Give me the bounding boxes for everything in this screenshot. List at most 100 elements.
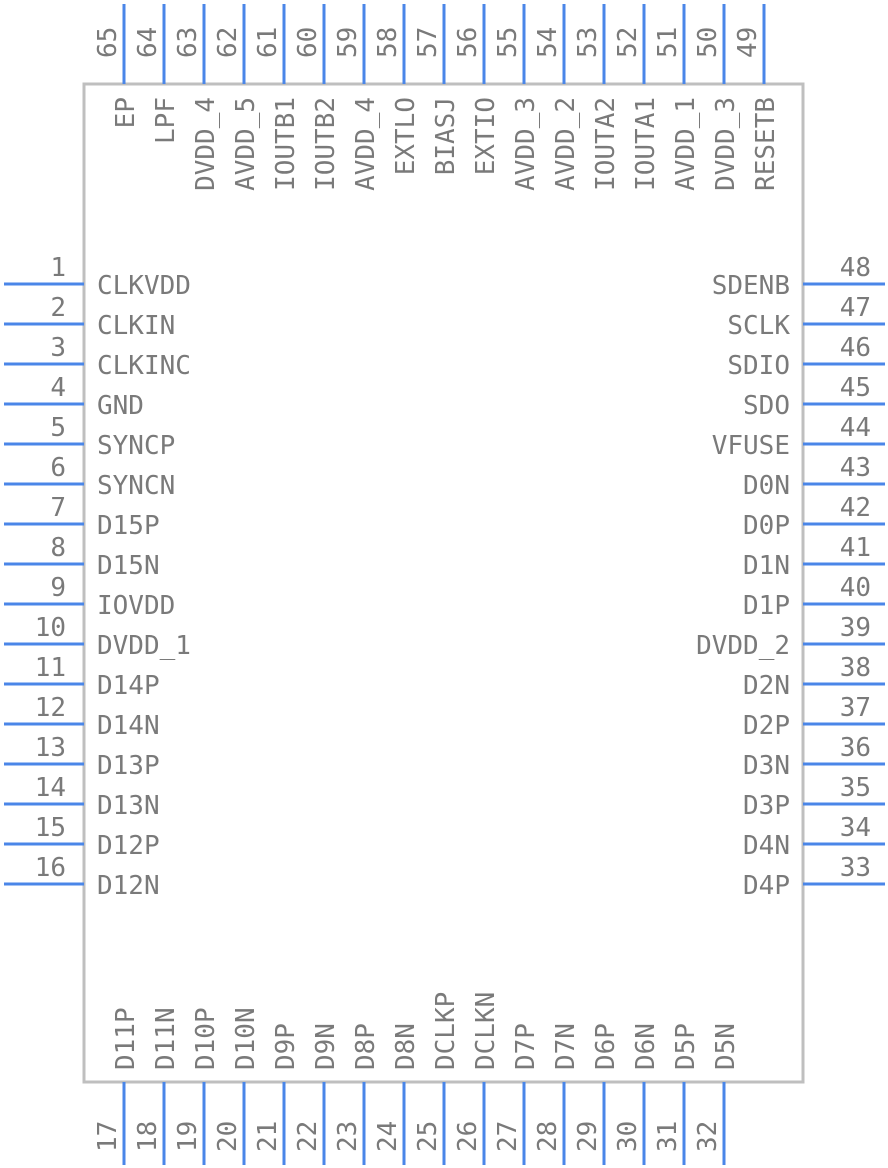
pin-number-17: 17 xyxy=(93,1121,123,1152)
pin-label-18: D11N xyxy=(151,1007,181,1070)
pin-number-20: 20 xyxy=(213,1121,243,1152)
pin-number-4: 4 xyxy=(50,373,66,403)
pin-number-22: 22 xyxy=(293,1121,323,1152)
pin-number-44: 44 xyxy=(840,413,871,443)
pin-number-19: 19 xyxy=(173,1121,203,1152)
pin-number-50: 50 xyxy=(693,27,723,58)
pin-number-62: 62 xyxy=(213,27,243,58)
pin-label-44: VFUSE xyxy=(712,431,790,461)
pin-number-30: 30 xyxy=(613,1121,643,1152)
pin-label-20: D10N xyxy=(231,1007,261,1070)
pin-number-21: 21 xyxy=(253,1121,283,1152)
pin-number-25: 25 xyxy=(413,1121,443,1152)
pin-label-39: DVDD_2 xyxy=(696,631,790,661)
pin-label-65: EP xyxy=(111,97,141,128)
pin-number-37: 37 xyxy=(840,693,871,723)
pin-number-42: 42 xyxy=(840,493,871,523)
pin-number-3: 3 xyxy=(50,333,66,363)
pin-number-34: 34 xyxy=(840,813,871,843)
pin-label-7: D15P xyxy=(97,511,160,541)
pin-number-57: 57 xyxy=(413,27,443,58)
pin-number-27: 27 xyxy=(493,1121,523,1152)
bottom-pin-group: 17D11P18D11N19D10P20D10N21D9P22D9N23D8P2… xyxy=(93,992,741,1165)
top-pin-group: 65EP64LPF63DVDD_462AVDD_561IOUTB160IOUTB… xyxy=(93,4,781,191)
pin-label-59: AVDD_4 xyxy=(351,97,381,191)
pin-number-63: 63 xyxy=(173,27,203,58)
pin-number-13: 13 xyxy=(35,733,66,763)
pin-number-53: 53 xyxy=(573,27,603,58)
pin-label-40: D1P xyxy=(743,591,790,621)
pin-number-32: 32 xyxy=(693,1121,723,1152)
pin-number-12: 12 xyxy=(35,693,66,723)
pin-number-8: 8 xyxy=(50,533,66,563)
pin-number-33: 33 xyxy=(840,853,871,883)
pin-number-43: 43 xyxy=(840,453,871,483)
pin-number-35: 35 xyxy=(840,773,871,803)
pin-label-24: D8N xyxy=(391,1023,421,1070)
pin-label-41: D1N xyxy=(743,551,790,581)
pin-label-9: IOVDD xyxy=(97,591,175,621)
pin-number-7: 7 xyxy=(50,493,66,523)
pin-label-15: D12P xyxy=(97,831,160,861)
pin-label-23: D8P xyxy=(351,1023,381,1070)
pin-label-45: SDO xyxy=(743,391,790,421)
pin-label-58: EXTLO xyxy=(391,97,421,175)
ic-body xyxy=(82,82,805,1084)
pin-number-40: 40 xyxy=(840,573,871,603)
pin-label-37: D2P xyxy=(743,711,790,741)
pin-label-19: D10P xyxy=(191,1007,221,1070)
pin-label-28: D7N xyxy=(551,1023,581,1070)
pin-number-28: 28 xyxy=(533,1121,563,1152)
pin-label-11: D14P xyxy=(97,671,160,701)
pin-number-31: 31 xyxy=(653,1121,683,1152)
pin-number-2: 2 xyxy=(50,293,66,323)
left-pin-group: 1CLKVDD2CLKIN3CLKINC4GND5SYNCP6SYNCN7D15… xyxy=(4,253,191,901)
pin-label-21: D9P xyxy=(271,1023,301,1070)
pin-number-64: 64 xyxy=(133,27,163,58)
pin-label-16: D12N xyxy=(97,871,160,901)
pin-label-10: DVDD_1 xyxy=(97,631,191,661)
pin-label-43: D0N xyxy=(743,471,790,501)
pin-number-51: 51 xyxy=(653,27,683,58)
pin-number-59: 59 xyxy=(333,27,363,58)
pin-number-16: 16 xyxy=(35,853,66,883)
pin-number-18: 18 xyxy=(133,1121,163,1152)
pin-label-52: IOUTA1 xyxy=(631,97,661,191)
pin-label-50: DVDD_3 xyxy=(711,97,741,191)
pin-number-23: 23 xyxy=(333,1121,363,1152)
pin-label-36: D3N xyxy=(743,751,790,781)
pin-label-47: SCLK xyxy=(727,311,790,341)
pin-label-61: IOUTB1 xyxy=(271,97,301,191)
right-pin-group: 48SDENB47SCLK46SDIO45SDO44VFUSE43D0N42D0… xyxy=(696,253,885,901)
pin-label-22: D9N xyxy=(311,1023,341,1070)
pin-number-61: 61 xyxy=(253,27,283,58)
pin-number-24: 24 xyxy=(373,1121,403,1152)
pin-number-45: 45 xyxy=(840,373,871,403)
pin-number-36: 36 xyxy=(840,733,871,763)
pin-number-47: 47 xyxy=(840,293,871,323)
pin-label-60: IOUTB2 xyxy=(311,97,341,191)
pin-label-30: D6N xyxy=(631,1023,661,1070)
pin-number-46: 46 xyxy=(840,333,871,363)
pin-label-63: DVDD_4 xyxy=(191,97,221,191)
pin-label-56: EXTIO xyxy=(471,97,501,175)
pin-label-49: RESETB xyxy=(751,97,781,191)
pin-label-42: D0P xyxy=(743,511,790,541)
pin-label-4: GND xyxy=(97,391,144,421)
pin-label-26: DCLKN xyxy=(471,992,501,1070)
pin-number-29: 29 xyxy=(573,1121,603,1152)
pin-number-60: 60 xyxy=(293,27,323,58)
pin-number-1: 1 xyxy=(50,253,66,283)
pin-label-38: D2N xyxy=(743,671,790,701)
pin-label-8: D15N xyxy=(97,551,160,581)
pin-number-26: 26 xyxy=(453,1121,483,1152)
pin-label-57: BIASJ xyxy=(431,97,461,175)
pin-label-14: D13N xyxy=(97,791,160,821)
pin-number-39: 39 xyxy=(840,613,871,643)
pin-label-25: DCLKP xyxy=(431,992,461,1070)
pin-number-56: 56 xyxy=(453,27,483,58)
pin-label-29: D6P xyxy=(591,1023,621,1070)
pin-number-48: 48 xyxy=(840,253,871,283)
pin-number-5: 5 xyxy=(50,413,66,443)
pin-label-33: D4P xyxy=(743,871,790,901)
